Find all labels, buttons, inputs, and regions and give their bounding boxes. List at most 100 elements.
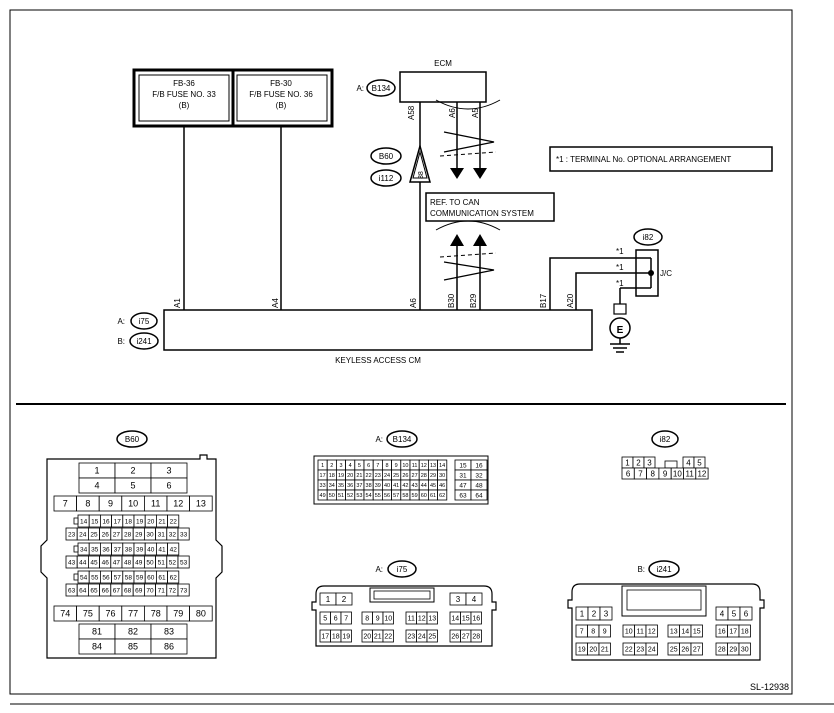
twist-bottom [443,261,495,281]
b60-pin: 7 [63,499,68,509]
i82-pin: 11 [685,469,694,478]
cm-conn-b: i241 [136,337,152,346]
cm-conn-a-badge [130,312,158,330]
i241-pin: 7 [580,629,584,636]
b60-pin: 84 [92,642,102,652]
b60-pin: 43 [68,559,76,566]
b134-pin: 26 [402,473,408,479]
b60-pin: 46 [102,559,110,566]
fuse-1-inner [138,74,230,122]
cm-prefix-b: B: [117,337,125,346]
b60-pin: 27 [113,531,121,538]
b60-pin: 83 [164,627,174,637]
b60-pin: 4 [94,481,99,491]
b60-pin: 62 [170,574,178,581]
diagram-code: SL-12938 [750,682,789,692]
joint-i112-label: i112 [379,174,394,183]
b60-pin: 53 [180,559,188,566]
b60-pin: 10 [128,499,138,509]
i241-cell [598,642,611,656]
i241-pin: 15 [693,629,701,636]
i241-cell [738,642,751,656]
b134-pin: 29 [430,473,436,479]
jc-label: J/C [660,269,672,278]
b134-pin: 1 [321,463,324,469]
b60-pin: 82 [128,627,138,637]
i75-pin: 7 [344,616,348,623]
b60-pin: 57 [114,574,122,581]
i82-pin: 10 [673,469,682,478]
i75-label: i75 [397,565,408,574]
i75-cell [470,629,482,643]
b60-pin: 76 [105,609,115,619]
i75-pin: 15 [462,616,470,623]
i82-cell [695,467,709,480]
shield-dash-top [439,151,497,157]
b134-pin: 52 [347,493,353,499]
i75-pin: 10 [384,616,392,623]
i75-pin: 3 [456,595,461,604]
ecm-conn-prefix: A: [356,84,364,93]
i241-pin: 1 [580,609,585,618]
joint-i112-badge [370,169,402,187]
i82-pin: 5 [697,458,702,467]
b134-pin: 46 [439,483,445,489]
joint-triangle-inner [412,150,428,179]
joint-b60-badge [370,147,402,165]
b60-pin: 14 [80,518,88,525]
arrow-down-1 [450,168,464,179]
b60-pin: 54 [80,574,88,581]
i241-cell [645,642,658,656]
i241-pin: 11 [637,629,644,636]
ecm-conn-label: B134 [372,84,391,93]
i75-pin: 2 [342,595,347,604]
ecm-box [399,71,487,103]
b60-cell [189,495,213,512]
i75-pin: 23 [407,634,415,641]
i241-pin: 2 [592,609,597,618]
i241-cell [690,624,703,638]
i75-pin: 25 [428,634,436,641]
wire-a20 [575,272,651,310]
i75-badge [387,560,417,578]
b60-key-mark [73,545,79,553]
i241-pin: 26 [681,647,689,654]
b60-pin: 38 [125,546,133,553]
b134-pin: 39 [375,483,381,489]
b134-pin: 41 [393,483,399,489]
i241-cell [645,624,658,638]
b60-pin: 34 [80,546,88,553]
jc-conn-badge [633,228,663,246]
fuse-2-inner [236,74,328,122]
b60-pin: 35 [91,546,99,553]
cm-pin-b29: B29 [469,293,478,308]
b134-pin: 4 [349,463,352,469]
i82-pin: 6 [626,469,631,478]
i241-pin: 27 [693,647,701,654]
b134-pin: 30 [439,473,445,479]
b60-pin: 74 [60,609,70,619]
i75-cell [470,611,482,625]
b60-cell [150,477,188,494]
b134-pin: 63 [459,492,467,499]
b134-pin: 38 [366,483,372,489]
i75-pin: 20 [363,634,371,641]
b60-pin: 23 [68,531,76,538]
b60-pin: 41 [158,546,166,553]
shield-dash-bottom [439,252,497,258]
i241-pin: 25 [670,647,678,654]
b134-pin: 61 [430,493,436,499]
i75-cell [426,611,438,625]
b60-pin: 8 [85,499,90,509]
i241-pin: 21 [601,647,609,654]
i82-label: i82 [660,435,671,444]
b134-prefix: A: [375,435,383,444]
b134-cell [470,489,488,501]
ecm-pin-a58: A58 [407,105,416,120]
b60-pin: 25 [90,531,98,538]
i75-cell [335,592,353,606]
b134-pin: 8 [385,463,388,469]
b60-pin: 64 [79,587,87,594]
b134-pin: 32 [475,472,483,479]
